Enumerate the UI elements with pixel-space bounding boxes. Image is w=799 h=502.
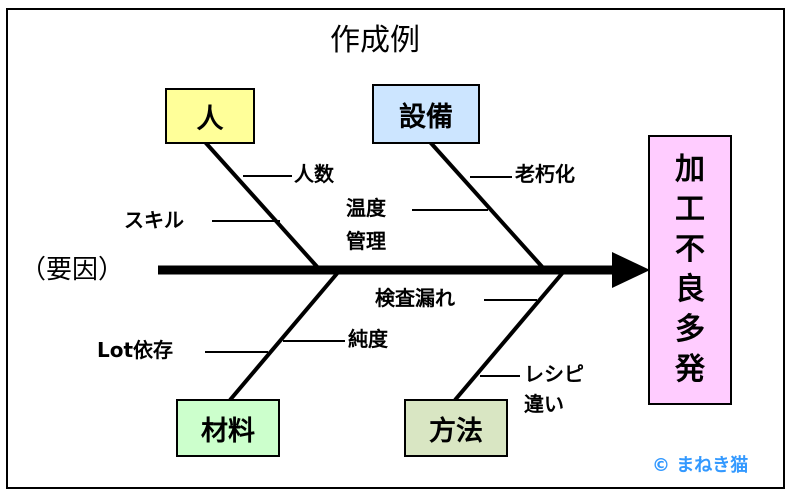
- effect-char: 不: [675, 232, 705, 267]
- factor-chigai: 違い: [524, 392, 564, 416]
- factor-junndo: 純度: [348, 327, 388, 351]
- factor-kanri: 管理: [346, 229, 386, 253]
- category-person: 人: [165, 88, 255, 144]
- effect-char: 良: [675, 272, 705, 307]
- factor-kensa: 検査漏れ: [375, 286, 455, 310]
- effect-char: 工: [675, 192, 705, 227]
- factor-recipe: レシピ: [524, 362, 584, 386]
- effect-char: 発: [675, 352, 705, 387]
- factor-rouka: 老朽化: [515, 162, 575, 186]
- category-method: 方法: [404, 399, 508, 457]
- copyright-credit: © まねき猫: [652, 455, 749, 476]
- category-material: 材料: [176, 399, 280, 457]
- factor-ninzu: 人数: [294, 162, 334, 186]
- bone-method: [453, 268, 567, 402]
- factor-ondo: 温度: [346, 196, 386, 220]
- bone-equipment: [428, 140, 547, 272]
- effect-box: 加 工 不 良 多 発: [648, 135, 732, 405]
- cause-label: （要因）: [20, 255, 125, 285]
- category-equipment: 設備: [372, 84, 480, 144]
- factor-lot: Lot依存: [97, 338, 174, 362]
- effect-char: 加: [675, 152, 705, 187]
- bone-person: [203, 140, 322, 272]
- bone-material: [228, 268, 342, 402]
- spine-arrowhead: [612, 252, 650, 288]
- effect-char: 多: [675, 312, 705, 347]
- diagram-title: 作成例: [330, 23, 420, 58]
- factor-skill: スキル: [124, 208, 184, 232]
